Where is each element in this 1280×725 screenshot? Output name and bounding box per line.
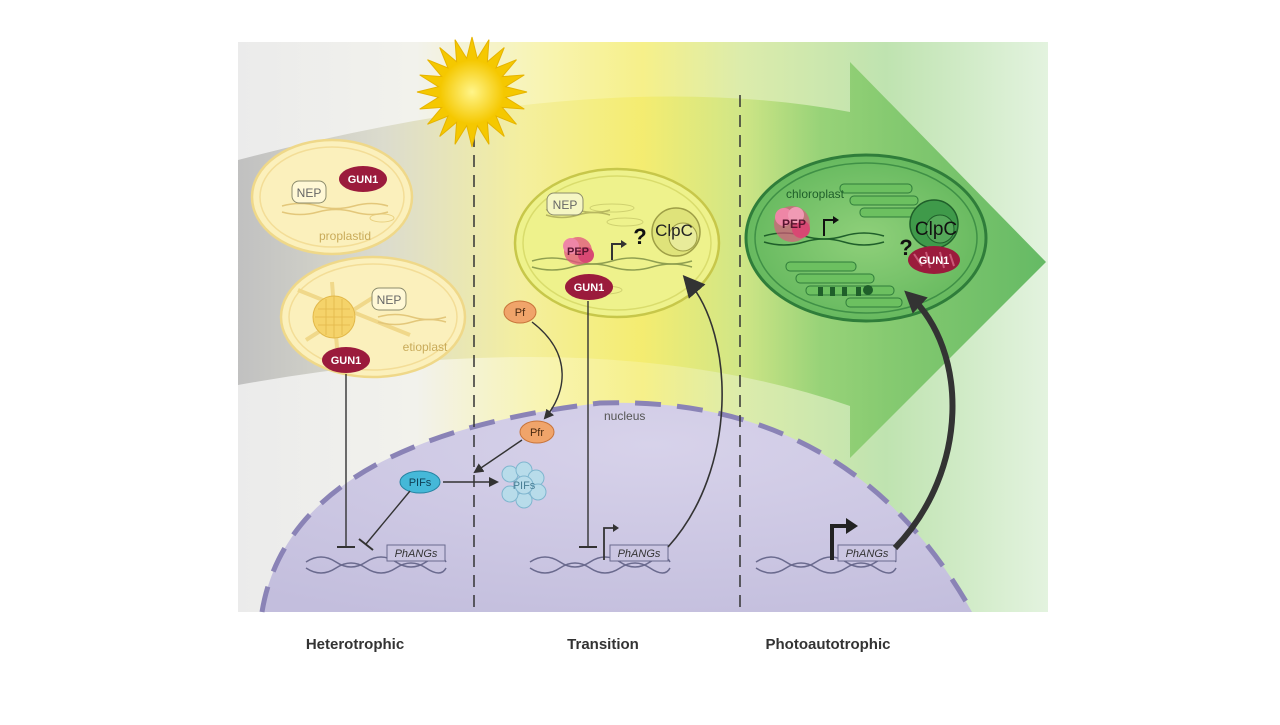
chloroplast: [744, 153, 988, 323]
transition-gun1-label: GUN1: [574, 282, 605, 294]
phangs-box-transition: [609, 544, 669, 562]
transition-import-arrow: [667, 274, 723, 548]
pf-to-pfr-arrow: [531, 321, 563, 420]
transcription-start-transition: [603, 527, 616, 560]
chloroplast-gun1-label: GUN1: [919, 255, 950, 267]
transcription-start-photoautotrophic: [830, 524, 848, 560]
etioplast-label: etioplast: [403, 340, 448, 354]
nucleus-label: nucleus: [604, 409, 645, 423]
pifs-repression-line: [365, 490, 411, 545]
etioplast: [279, 255, 467, 379]
phangs-label-photoautotrophic: PhANGs: [846, 548, 889, 560]
pfr-shape: [519, 420, 555, 444]
photoautotrophic-import-arrow: [892, 290, 956, 551]
chloroplast-clpc-label: ClpC: [915, 219, 957, 240]
nucleus-envelope: [259, 400, 975, 614]
phangs-label-transition: PhANGs: [618, 548, 661, 560]
pf-label: Pf: [515, 307, 526, 319]
pifs-degraded-label: PIFs: [513, 480, 536, 492]
chloroplast-question-mark: ?: [899, 235, 912, 260]
phangs-box-photoautotrophic: [837, 544, 897, 562]
proplastid: [250, 138, 414, 256]
etioplast-nep-label: NEP: [377, 293, 402, 307]
transition-plastid: [513, 167, 721, 319]
transcription-start-photoautotrophic-head: [846, 518, 858, 534]
pifs-degraded-cluster: [501, 461, 547, 509]
chloroplast-pep-label: PEP: [782, 217, 806, 231]
transition-question-mark: ?: [633, 224, 646, 249]
proplastid-gun1-label: GUN1: [348, 174, 379, 186]
proplastid-label: proplastid: [319, 229, 371, 243]
transcription-start-transition-head: [613, 524, 619, 532]
pfr-label: Pfr: [530, 427, 544, 439]
phangs-label-left: PhANGs: [395, 548, 438, 560]
phangs-box-left: [386, 544, 446, 562]
transition-clpc-label: ClpC: [655, 221, 693, 240]
pifs-active-shape: [399, 470, 441, 494]
chloroplast-label: chloroplast: [786, 187, 845, 201]
pf-shape: [503, 300, 537, 324]
pifs-repression-bar: [358, 538, 374, 551]
etioplast-gun1-label: GUN1: [331, 355, 362, 367]
transition-pep-label: PEP: [567, 246, 589, 258]
sun-icon: [416, 36, 528, 148]
stage-label-transition: Transition: [567, 636, 639, 653]
proplastid-nep-label: NEP: [297, 186, 322, 200]
pfr-to-pifs-arrow: [473, 439, 523, 474]
transition-nep-label: NEP: [553, 198, 578, 212]
pifs-active-label: PIFs: [409, 477, 432, 489]
stage-label-photoautotrophic: Photoautotrophic: [765, 636, 891, 653]
stage-label-heterotrophic: Heterotrophic: [305, 636, 405, 653]
